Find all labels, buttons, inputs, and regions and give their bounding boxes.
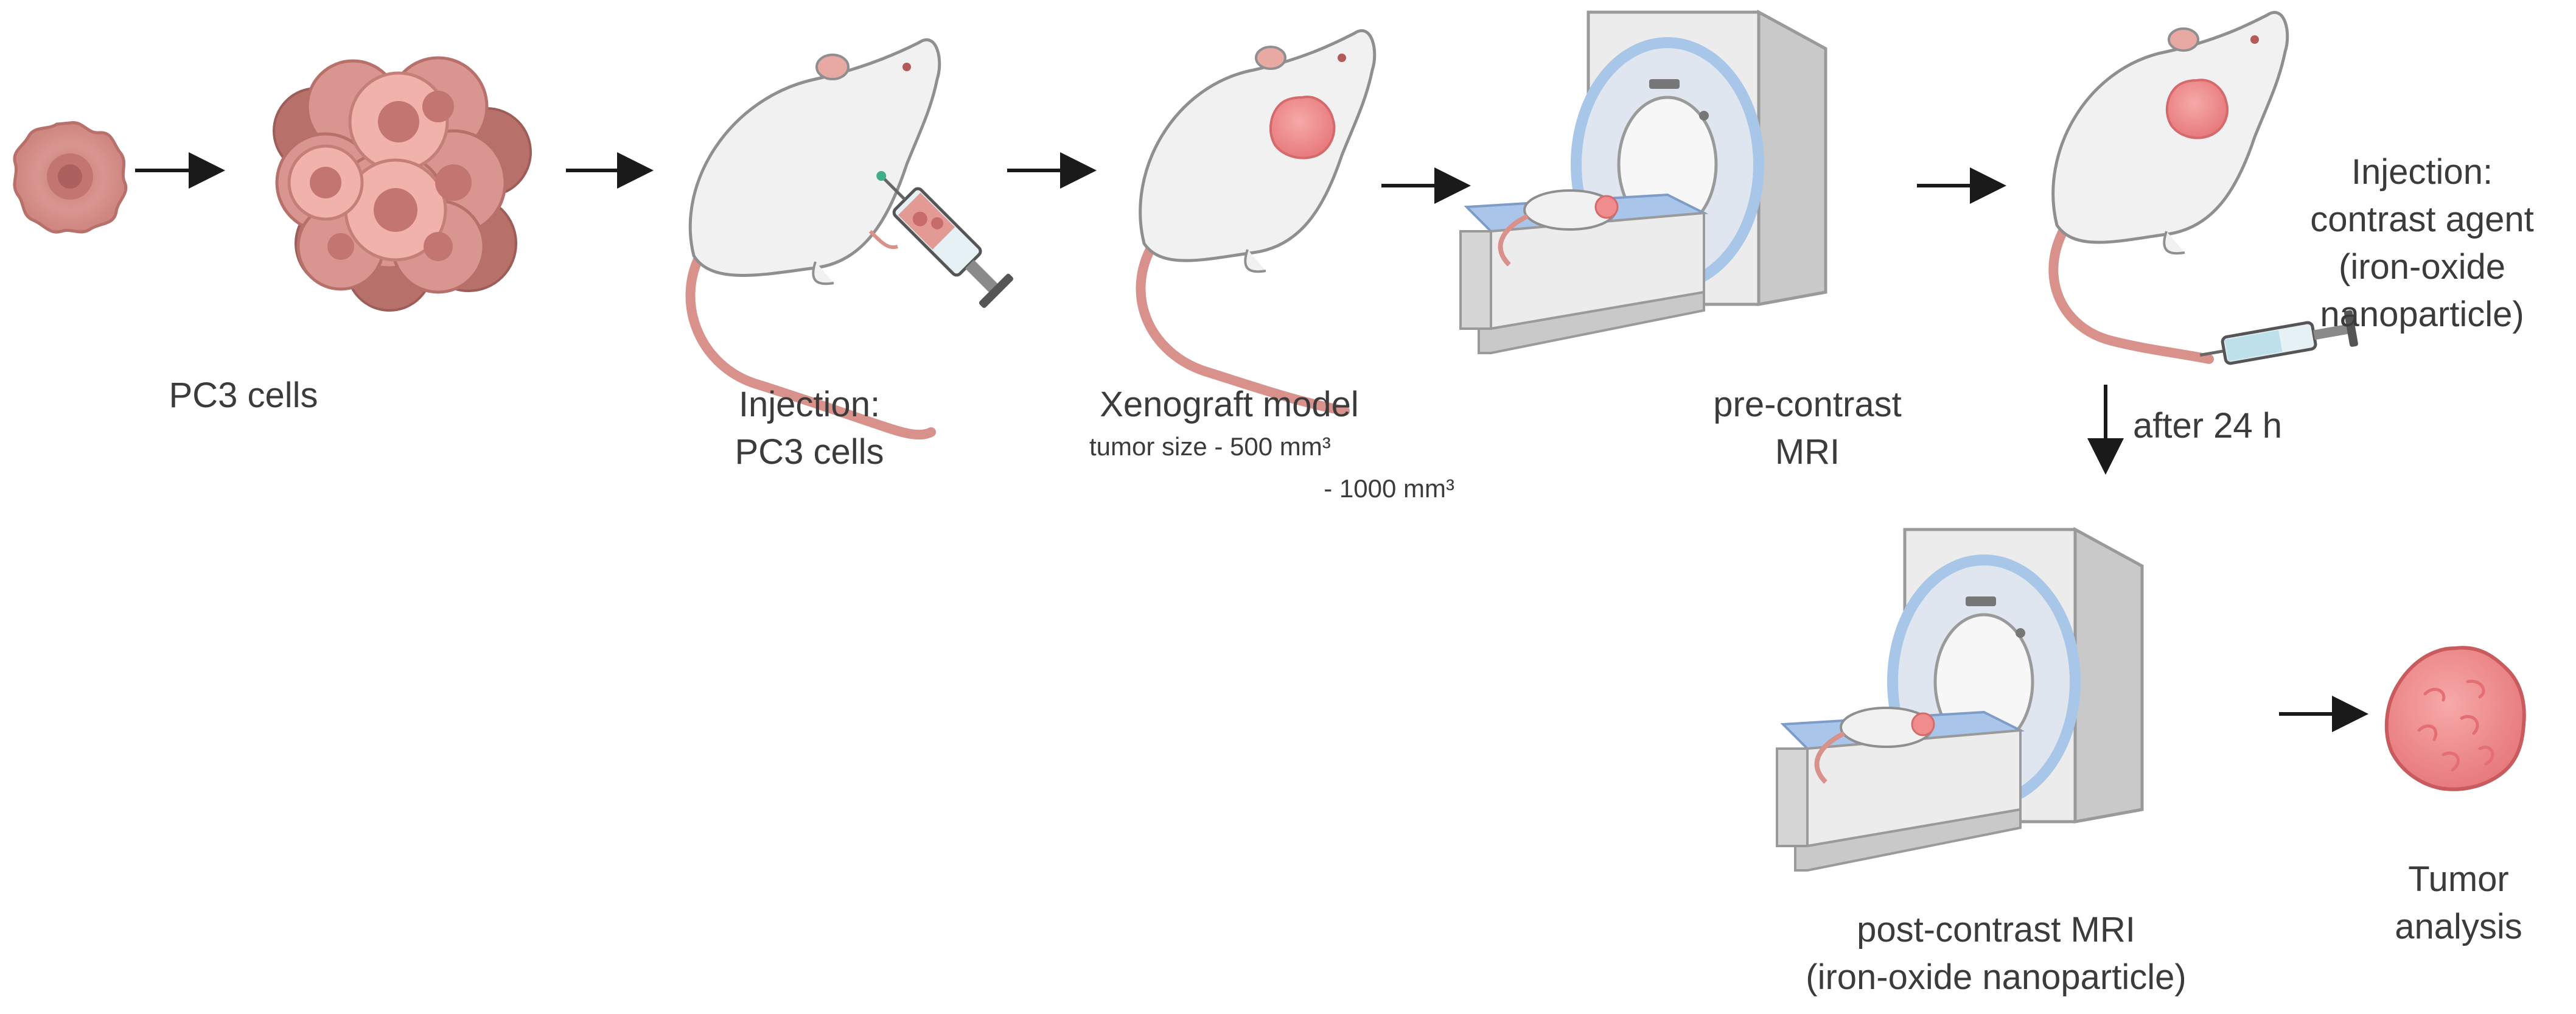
syringe-icon bbox=[876, 171, 1014, 308]
after-24h-label: after 24 h bbox=[2133, 406, 2283, 446]
precontrast-mri-line1: pre-contrast bbox=[1713, 385, 1902, 424]
injection-pc3-label-line1: Injection: bbox=[738, 385, 881, 424]
postcontrast-mri-line2: (iron-oxide nanoparticle) bbox=[1806, 957, 2187, 997]
mouse-contrast-injection-icon bbox=[2048, 11, 2358, 365]
tumor-analysis-line2: analysis bbox=[2395, 907, 2522, 946]
injection-pc3-label-line2: PC3 cells bbox=[735, 432, 884, 472]
cell-cluster-icon bbox=[273, 56, 532, 312]
tumor-on-mouse-icon-2 bbox=[2166, 79, 2229, 139]
precontrast-mri-line2: MRI bbox=[1775, 432, 1840, 472]
injection-contrast-line3: (iron-oxide bbox=[2339, 247, 2505, 287]
injection-contrast-line4: nanoparticle) bbox=[2320, 295, 2524, 334]
tumor-size-line1: tumor size - 500 mm³ bbox=[1089, 432, 1331, 461]
injection-contrast-line2: contrast agent bbox=[2310, 200, 2534, 239]
xenograft-model-title: Xenograft model bbox=[1100, 385, 1359, 424]
tumor-size-line2: - 1000 mm³ bbox=[1324, 474, 1454, 503]
postcontrast-mri-line1: post-contrast MRI bbox=[1857, 910, 2135, 949]
mri-scanner-postcontrast-icon bbox=[1776, 526, 2144, 872]
excised-tumor-icon bbox=[2384, 646, 2526, 791]
xenograft-mouse-icon bbox=[1136, 29, 1377, 416]
tumor-on-mouse-icon bbox=[1269, 96, 1336, 159]
single-cell-icon bbox=[13, 121, 128, 234]
mouse-injection-icon bbox=[685, 38, 1014, 440]
tail-syringe-icon bbox=[2199, 310, 2358, 365]
injection-contrast-line1: Injection: bbox=[2351, 152, 2493, 192]
tumor-analysis-line1: Tumor bbox=[2408, 859, 2509, 899]
mri-scanner-precontrast-icon bbox=[1459, 9, 1827, 354]
pc3-cells-label: PC3 cells bbox=[169, 376, 318, 415]
